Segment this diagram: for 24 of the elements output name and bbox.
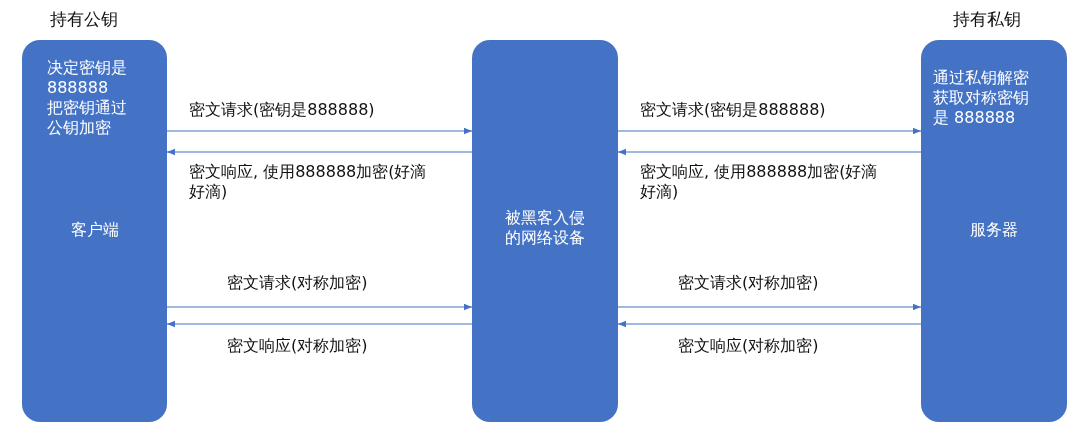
edge-label: 密文响应, 使用888888加密(好滴好滴) [640, 162, 878, 202]
arrow [166, 148, 473, 156]
step-note: 决定密钥是888888 [47, 58, 128, 98]
edge-label: 密文响应, 使用888888加密(好滴好滴) [189, 162, 427, 202]
arrow [617, 303, 922, 311]
step-note: 通过私钥解密获取对称密钥是 888888 [933, 68, 1030, 128]
edge-label: 密文请求(对称加密) [678, 273, 819, 293]
arrow [617, 127, 922, 135]
arrow [617, 148, 922, 156]
arrow [166, 127, 473, 135]
edge-label: 密文请求(对称加密) [227, 273, 368, 293]
client-label: 客户端 [69, 220, 120, 240]
arrow [166, 320, 473, 328]
edge-label: 密文响应(对称加密) [678, 336, 819, 356]
edge-label: 密文请求(密钥是888888) [640, 100, 826, 120]
network-device-label: 被黑客入侵的网络设备 [504, 208, 586, 248]
edge-label: 密文响应(对称加密) [227, 336, 368, 356]
key-holder-heading: 持有私钥 [953, 8, 1021, 31]
edge-label: 密文请求(密钥是888888) [189, 100, 375, 120]
server-label: 服务器 [969, 220, 1019, 240]
key-holder-heading: 持有公钥 [50, 8, 118, 31]
arrow [166, 303, 473, 311]
step-note: 把密钥通过公钥加密 [47, 98, 128, 138]
arrow [617, 320, 922, 328]
